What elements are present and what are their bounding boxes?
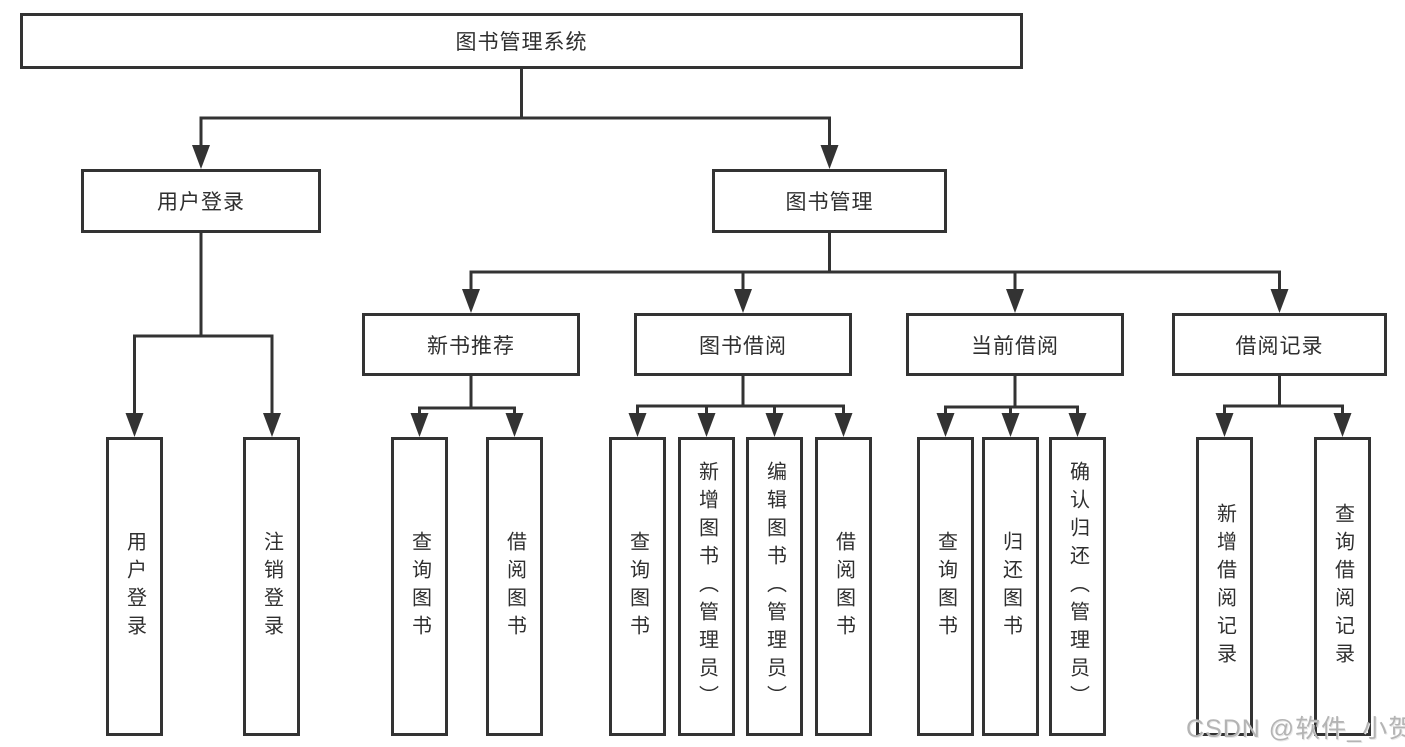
connector-arrowhead: [936, 413, 955, 437]
connector-arrowhead: [820, 145, 839, 169]
node-new-book-recommend: 新书推荐: [362, 313, 580, 376]
leaf-borrow-add-book-admin: 新增图书（管理员）: [678, 437, 735, 736]
connector-arrowhead: [410, 413, 429, 437]
connector-arrowhead: [1215, 413, 1234, 437]
node-label: 借阅记录: [1235, 334, 1324, 358]
node-label: 查询借阅记录: [1331, 502, 1354, 671]
node-label: 编辑图书（管理员）: [763, 460, 786, 713]
connector-arrowhead: [462, 289, 480, 313]
connector-arrowhead: [1068, 413, 1087, 437]
node-user-login: 用户登录: [81, 169, 321, 233]
node-label: 借阅图书: [832, 530, 855, 643]
node-label: 查询图书: [626, 530, 649, 643]
leaf-recommend-borrow-book: 借阅图书: [486, 437, 543, 736]
node-book-borrow: 图书借阅: [634, 313, 852, 376]
leaf-records-add-record: 新增借阅记录: [1196, 437, 1253, 736]
node-label: 查询图书: [934, 530, 957, 643]
leaf-recommend-query-book: 查询图书: [391, 437, 448, 736]
connector-arrowhead: [697, 413, 716, 437]
node-label: 图书借阅: [699, 334, 787, 358]
node-label: 用户登录: [123, 530, 146, 643]
node-label: 注销登录: [260, 530, 283, 643]
node-label: 用户登录: [157, 191, 245, 214]
connector-arrowhead: [1270, 289, 1289, 313]
leaf-logout-login: 注销登录: [243, 437, 300, 736]
node-label: 确认归还（管理员）: [1066, 460, 1089, 713]
connector-arrowhead: [125, 413, 144, 437]
connector-arrowhead: [628, 413, 647, 437]
node-label: 新书推荐: [427, 334, 515, 358]
leaf-user-login: 用户登录: [106, 437, 163, 736]
connector-arrowhead: [505, 413, 524, 437]
node-label: 查询图书: [408, 530, 431, 643]
node-label: 归还图书: [999, 530, 1022, 643]
connector-arrowhead: [1001, 413, 1020, 437]
leaf-borrow-borrow-book: 借阅图书: [815, 437, 872, 736]
node-label: 借阅图书: [503, 530, 526, 643]
node-label: 新增借阅记录: [1213, 502, 1236, 671]
leaf-borrow-edit-book-admin: 编辑图书（管理员）: [746, 437, 803, 736]
node-borrow-records: 借阅记录: [1172, 313, 1387, 376]
connector-arrowhead: [1333, 413, 1352, 437]
node-label: 图书管理: [785, 191, 874, 214]
connector-arrowhead: [834, 413, 853, 437]
leaf-records-query-record: 查询借阅记录: [1314, 437, 1371, 736]
leaf-current-query-book: 查询图书: [917, 437, 974, 736]
connector-arrowhead: [192, 145, 210, 169]
node-current-borrow: 当前借阅: [906, 313, 1124, 376]
node-book-management: 图书管理: [712, 169, 947, 233]
watermark: CSDN @软件_小贺同学: [1186, 715, 1405, 743]
connector-arrowhead: [263, 413, 281, 437]
node-label: 当前借阅: [971, 334, 1059, 358]
connector-arrowhead: [734, 289, 752, 313]
node-root: 图书管理系统: [20, 13, 1023, 69]
connector-arrowhead: [1006, 289, 1024, 313]
leaf-borrow-query-book: 查询图书: [609, 437, 666, 736]
node-label: 新增图书（管理员）: [695, 460, 718, 713]
leaf-current-confirm-return-admin: 确认归还（管理员）: [1049, 437, 1106, 736]
connector-arrowhead: [765, 413, 784, 437]
leaf-current-return-book: 归还图书: [982, 437, 1039, 736]
node-label: 图书管理系统: [455, 31, 588, 54]
